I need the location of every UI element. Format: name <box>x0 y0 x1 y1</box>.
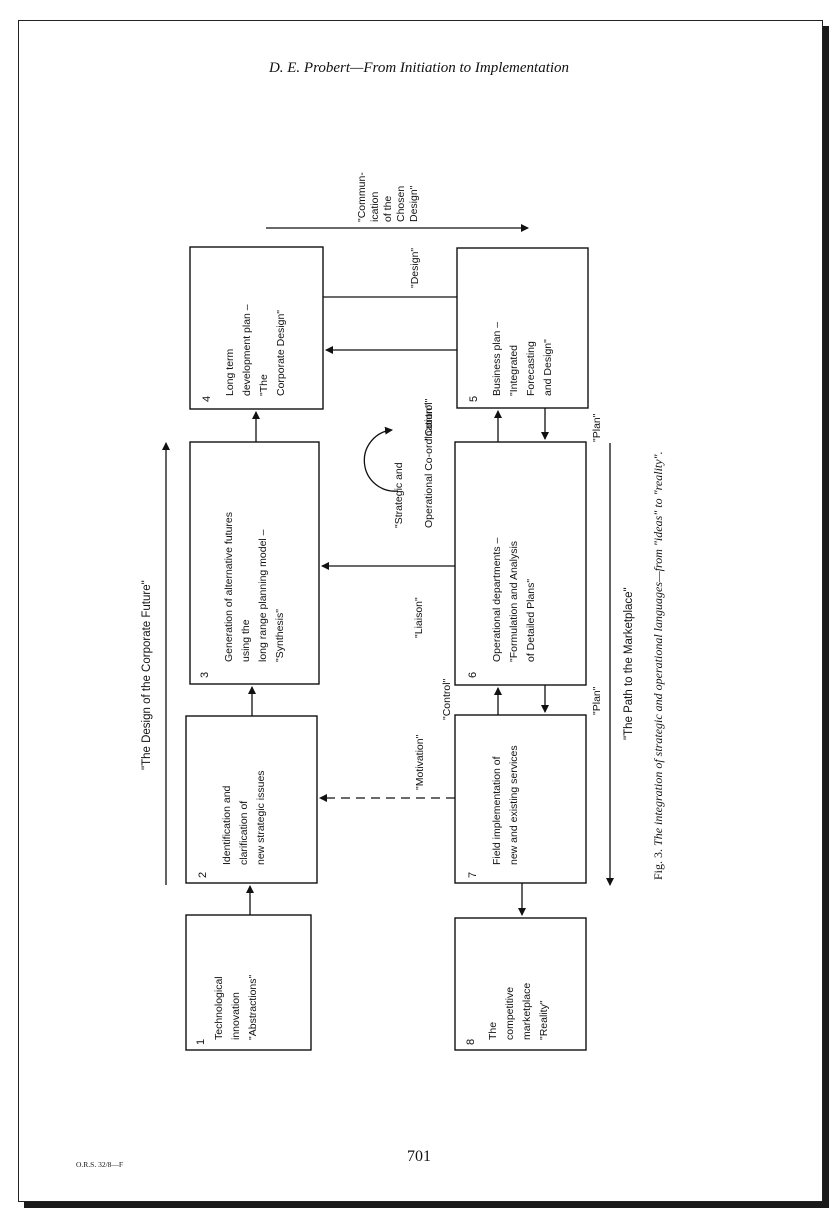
box-5-label-line: Forecasting <box>525 341 537 396</box>
label-plan-upper: "Plan" <box>591 413 603 442</box>
label-control-lower: "Control" <box>441 678 453 720</box>
box-2-label-line: new strategic issues <box>255 770 267 865</box>
box-4-label-line: development plan – <box>241 304 253 396</box>
label-design: "Design" <box>409 248 421 288</box>
box-7-number: 7 <box>467 872 479 878</box>
label-communication: "Commun- <box>356 172 368 222</box>
running-title: D. E. Probert—From Initiation to Impleme… <box>268 60 570 76</box>
box-2 <box>185 715 318 884</box>
journal-ref: O.R.S. 32/8—F <box>76 1160 124 1169</box>
box-8-label-line: "Reality" <box>538 1000 550 1040</box>
box-8-number: 8 <box>465 1039 477 1045</box>
box-3-label-line: using the <box>240 619 252 662</box>
label-strategic-coordination: Operational Co-ordination" <box>423 404 435 528</box>
box-5-label-line: and Design" <box>542 339 554 396</box>
box-6-label-line: of Detailed Plans" <box>525 579 537 662</box>
box-5 <box>456 247 589 409</box>
box-7-label-line: Field implementation of <box>491 756 503 865</box>
label-communication: Design" <box>408 185 420 222</box>
box-6-number: 6 <box>467 672 479 678</box>
label-path-marketplace: "The Path to the Marketplace" <box>623 587 635 740</box>
box-3-label-line: "Synthesis" <box>274 609 286 662</box>
box-4-label-line: Corporate Design" <box>275 310 287 396</box>
box-4-label-line: "The <box>258 374 270 396</box>
figure-caption: Fig. 3. The integration of strategic and… <box>651 451 665 880</box>
box-3-number: 3 <box>199 672 211 678</box>
caption-text: The integration of strategic and operati… <box>651 451 665 846</box>
box-4 <box>189 246 324 410</box>
box-2-label-line: clarification of <box>238 801 250 865</box>
caption-label: Fig. 3. <box>651 846 665 880</box>
box-1-label-line: "Abstractions" <box>247 974 259 1040</box>
box-5-number: 5 <box>468 396 480 402</box>
box-6-label-line: "Formulation and Analysis <box>508 541 520 662</box>
box-1-label-line: innovation <box>230 992 242 1040</box>
box-5-label-line: Business plan – <box>491 322 503 396</box>
label-design-corporate-future: "The Design of the Corporate Future" <box>141 580 153 770</box>
box-8-label-line: competitive <box>504 987 516 1040</box>
page-number: 701 <box>407 1148 431 1165</box>
box-2-number: 2 <box>197 872 209 878</box>
label-communication: of the <box>382 196 394 222</box>
label-communication: ication <box>369 191 381 222</box>
page-sheet <box>18 20 823 1202</box>
box-6 <box>454 441 587 686</box>
box-4-number: 4 <box>201 396 213 402</box>
label-liaison: "Liaison" <box>413 597 425 638</box>
box-5-label-line: "Integrated <box>508 345 520 396</box>
label-plan-lower: "Plan" <box>591 686 603 715</box>
label-motivation: "Motivation" <box>414 734 426 790</box>
box-1 <box>185 914 312 1051</box>
box-2-label-line: Identification and <box>221 785 233 865</box>
box-7-label-line: new and existing services <box>508 745 520 865</box>
box-6-label-line: Operational departments – <box>491 538 503 662</box>
box-7 <box>454 714 587 884</box>
box-8 <box>454 917 587 1051</box>
label-control-upper: "Control" <box>423 398 435 440</box>
box-4-label-line: Long term <box>224 348 236 396</box>
box-8-label-line: The <box>487 1022 499 1040</box>
box-1-number: 1 <box>195 1039 207 1045</box>
box-3-label-line: long range planning model – <box>257 529 269 662</box>
box-1-label-line: Technological <box>213 976 225 1040</box>
box-3 <box>189 441 320 685</box>
label-strategic-coordination: "Strategic and <box>393 462 405 528</box>
label-communication: Chosen <box>395 186 407 222</box>
box-3-label-line: Generation of alternative futures <box>223 512 235 662</box>
coordination-loop <box>363 426 399 492</box>
box-8-label-line: marketplace <box>521 983 533 1040</box>
